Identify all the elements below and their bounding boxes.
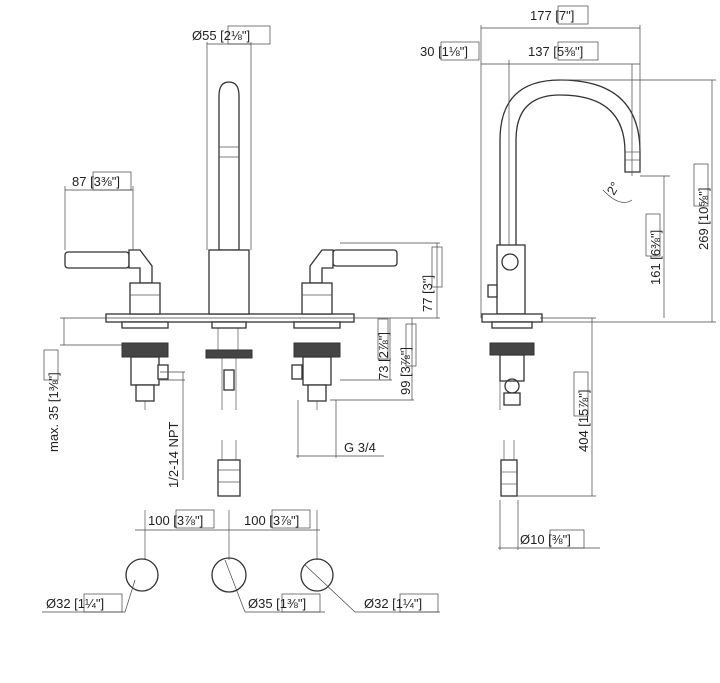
hole-left [125, 558, 159, 592]
front-dimensions [60, 42, 440, 531]
label-shank-length: 404 [15⅞"] [576, 390, 591, 452]
side-view: 177 [7"] 30 [1⅛"] 137 [5⅜"] 269 [10⅝"] 1… [420, 5, 716, 550]
label-angle: 2° [604, 179, 623, 197]
front-view: Ø55 [2⅛"] 87 [3⅜"] 77 [3"] 73 [2⅞"] 99 [… [42, 25, 443, 613]
label-handle-reach: 87 [3⅜"] [72, 174, 120, 189]
gooseneck-spout [499, 79, 641, 245]
front-labels: Ø55 [2⅛"] 87 [3⅜"] 77 [3"] 73 [2⅞"] 99 [… [42, 25, 443, 613]
label-valve-height-b: 99 [3⅞"] [398, 347, 413, 395]
label-shank-dia: Ø10 [⅜"] [520, 532, 571, 547]
label-hole-left: Ø32 [1¼"] [46, 596, 104, 611]
label-spout-height: 269 [10⅝"] [696, 188, 711, 250]
label-valve-height-a: 73 [2⅞"] [376, 332, 391, 380]
center-spout [205, 81, 253, 497]
mounting-holes [125, 557, 334, 593]
side-labels: 177 [7"] 30 [1⅛"] 137 [5⅜"] 269 [10⅝"] 1… [420, 5, 711, 549]
label-aerator-height: 161 [6⅜"] [648, 230, 663, 285]
label-spout-offset: 30 [1⅛"] [420, 44, 468, 59]
label-spout-arc: 137 [5⅜"] [528, 44, 583, 59]
label-spacing-right: 100 [3⅞"] [244, 513, 299, 528]
label-npt: 1/2-14 NPT [166, 421, 181, 488]
label-hole-center: Ø35 [1⅜"] [248, 596, 306, 611]
label-spout-reach: 177 [7"] [530, 8, 574, 23]
hole-right [300, 558, 334, 592]
label-spacing-left: 100 [3⅞"] [148, 513, 203, 528]
label-g-thread: G 3/4 [344, 440, 376, 455]
label-deck-height: 77 [3"] [420, 275, 435, 312]
side-dimensions [480, 25, 716, 550]
label-max-deck: max. 35 [1⅜"] [46, 372, 61, 452]
label-hole-right: Ø32 [1¼"] [364, 596, 422, 611]
hole-center [211, 557, 247, 593]
right-handle [291, 249, 398, 410]
left-handle [64, 249, 169, 410]
label-spout-dia: Ø55 [2⅛"] [192, 28, 250, 43]
